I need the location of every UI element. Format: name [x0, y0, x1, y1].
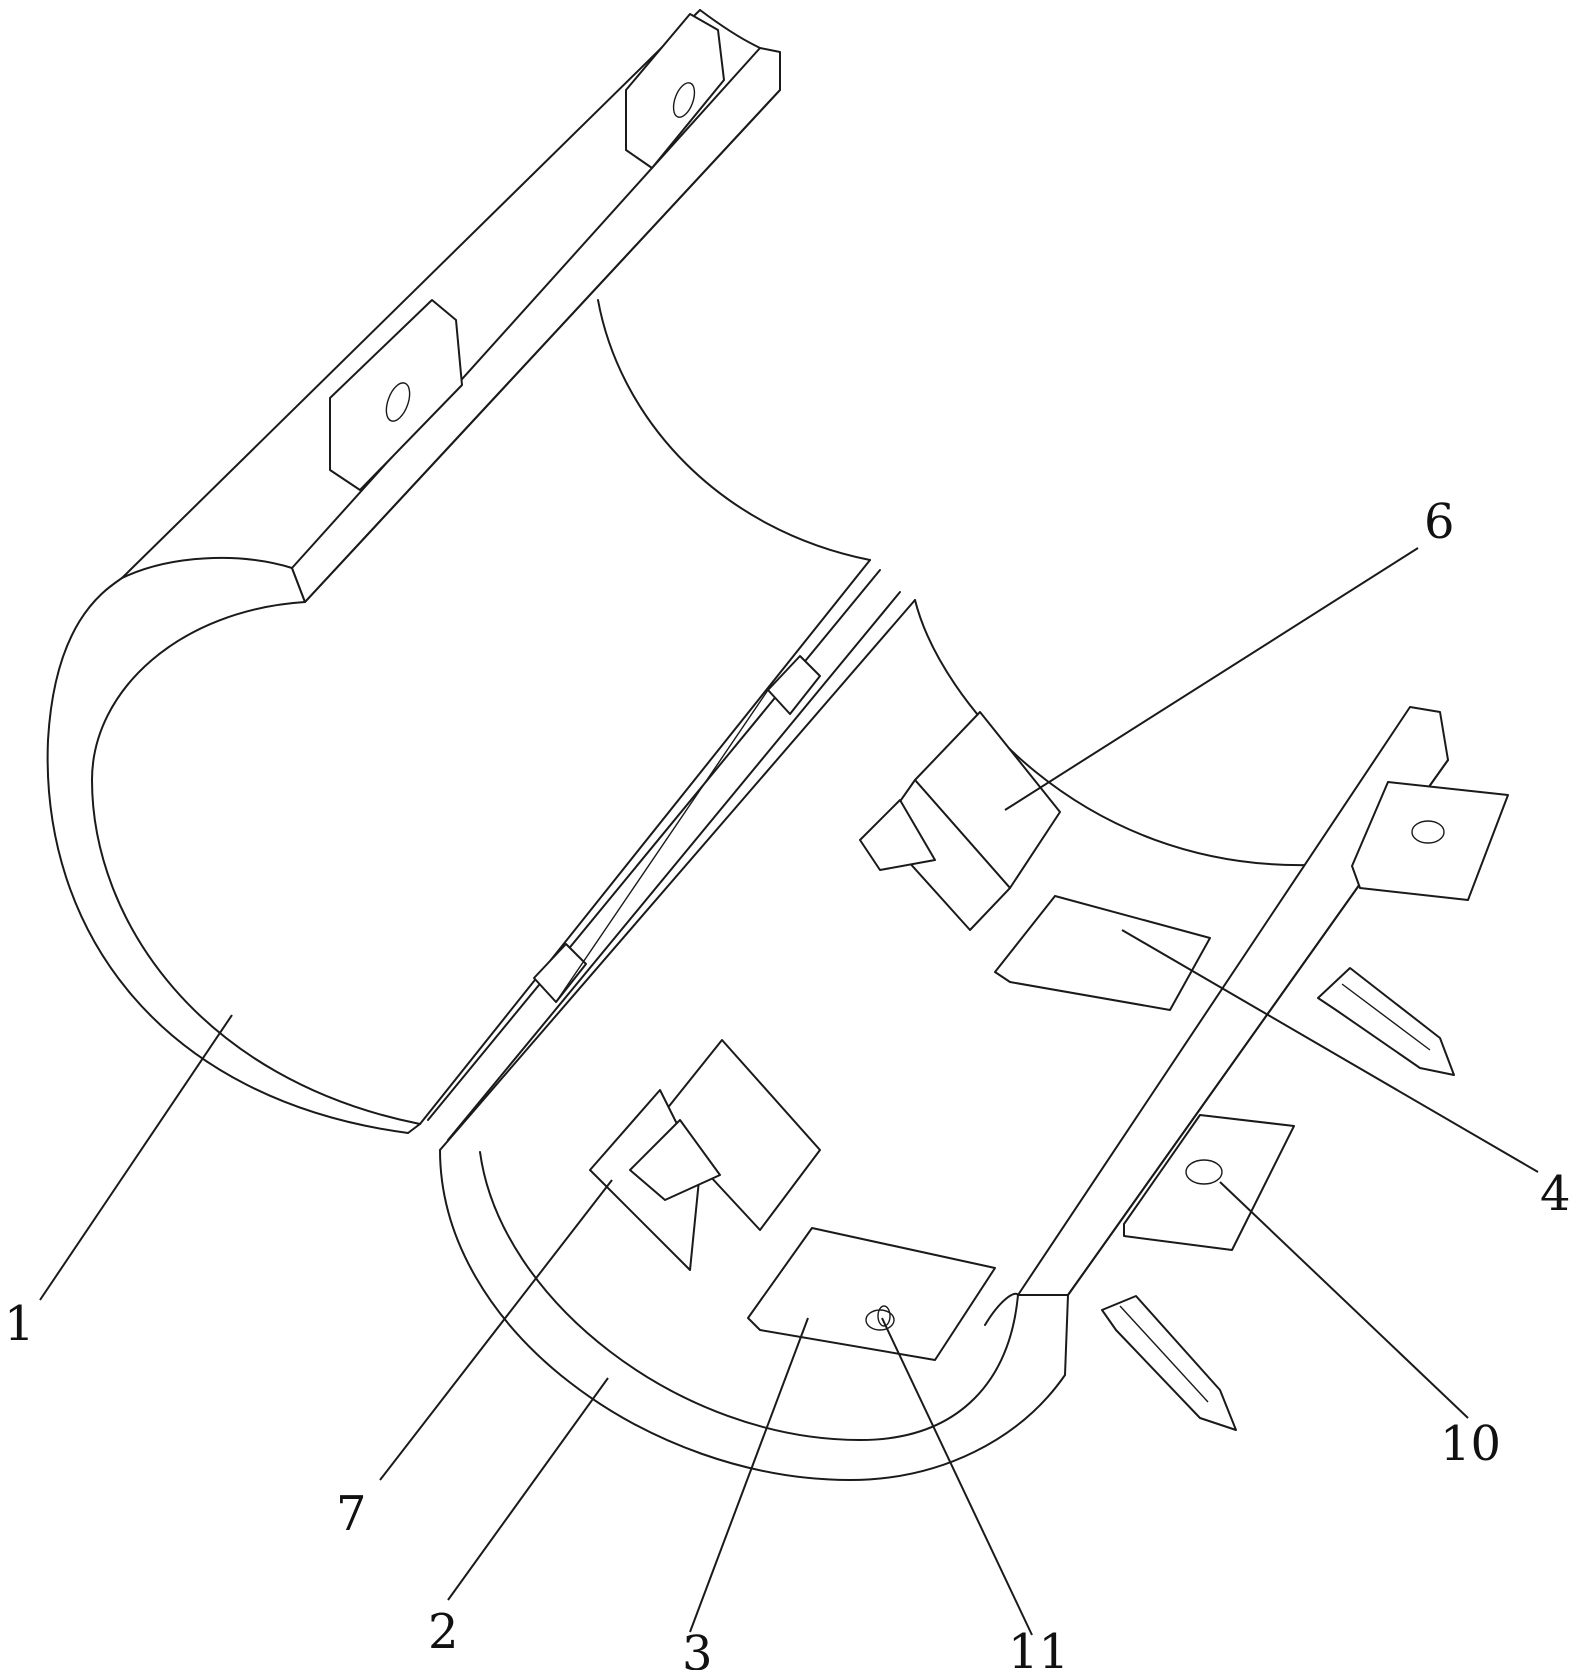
- label-11: 11: [1008, 1624, 1069, 1670]
- pad-part-3: [748, 1228, 995, 1360]
- block-part-6: [860, 712, 1060, 930]
- hinge-seam: [428, 570, 915, 1150]
- label-1: 1: [4, 1296, 35, 1352]
- label-7: 7: [336, 1486, 367, 1542]
- label-2: 2: [428, 1604, 459, 1660]
- upper-shell: [48, 10, 870, 1133]
- label-4: 4: [1540, 1166, 1571, 1222]
- pad-part-4: [995, 896, 1210, 1010]
- upper-mounting-tab: [330, 14, 724, 490]
- label-6: 6: [1424, 494, 1455, 550]
- label-10: 10: [1440, 1416, 1501, 1472]
- block-part-7: [590, 1040, 820, 1270]
- label-3: 3: [682, 1626, 713, 1670]
